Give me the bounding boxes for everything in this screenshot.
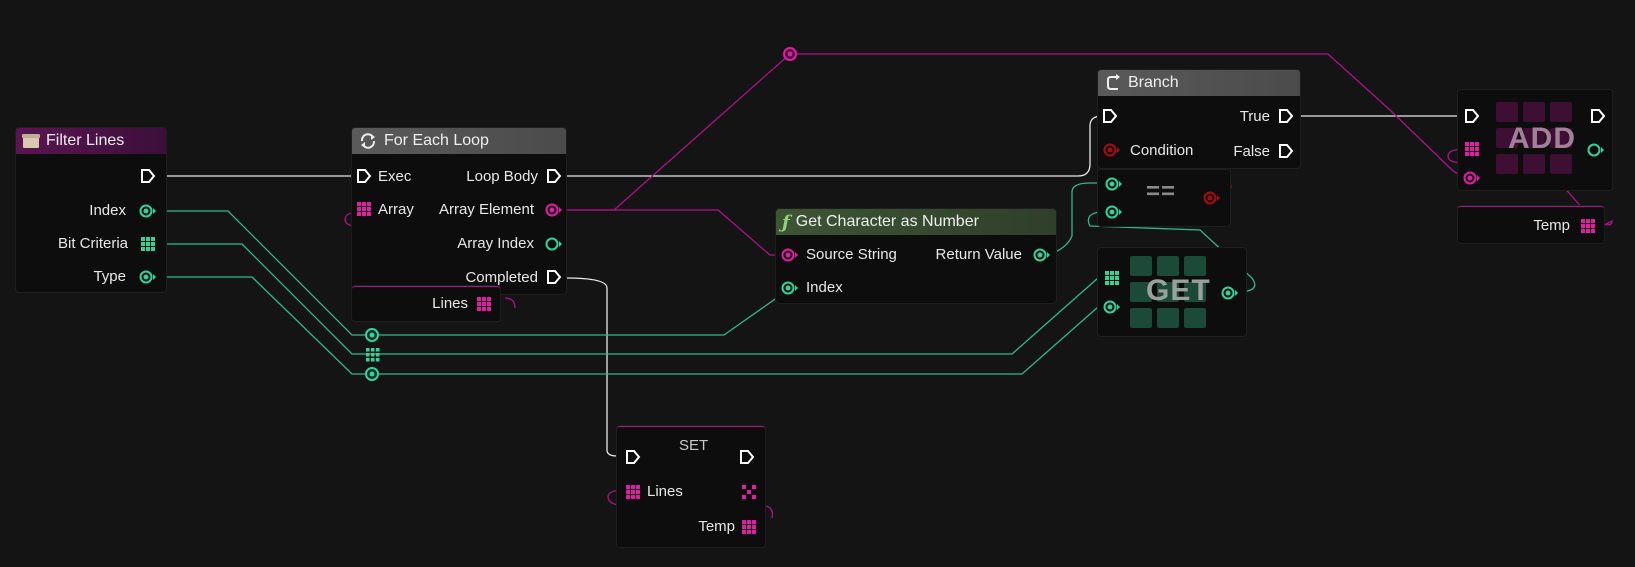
completed-out-pin[interactable] [546, 269, 562, 285]
get-character-title: Get Character as Number [795, 213, 979, 230]
add-array-node[interactable]: ADD [1458, 90, 1612, 190]
macro-box-icon [22, 134, 40, 148]
function-f-icon: ƒ [782, 211, 790, 233]
array-index-pin-label: Array Index [457, 235, 534, 252]
condition-pin-label: Condition [1130, 142, 1194, 159]
add-exec-in-pin[interactable] [1464, 108, 1480, 124]
reroute-knot-array [366, 348, 380, 362]
array-element-pin-label: Array Element [438, 201, 534, 218]
lines-getter-label: Lines [432, 295, 468, 312]
exec-pin-label: Exec [378, 168, 412, 185]
source-string-pin-label: Source String [806, 246, 897, 263]
branch-arrow-icon [1107, 74, 1120, 90]
branch-node[interactable]: Branch True Condition False [1098, 70, 1300, 168]
return-value-out-pin[interactable] [1032, 247, 1052, 263]
completed-pin-label: Completed [465, 269, 538, 286]
int-wire [1087, 211, 1256, 293]
for-each-loop-title: For Each Loop [384, 132, 489, 149]
int-wire [160, 243, 1099, 355]
int-wire [160, 276, 1099, 375]
add-exec-out-pin[interactable] [1590, 108, 1606, 124]
set-title: SET [679, 437, 709, 454]
exec-wire [565, 277, 626, 457]
equals-out-pin[interactable] [1202, 190, 1222, 206]
index-pin-label: Index [89, 202, 126, 219]
for-each-loop-header[interactable]: For Each Loop [352, 128, 566, 154]
add-array-in-pin[interactable] [1464, 141, 1480, 157]
for-each-loop-node[interactable]: For Each Loop Exec Loop Body Array Array… [352, 128, 566, 294]
int-wire [160, 210, 789, 336]
set-temp-label: Temp [698, 518, 735, 535]
branch-exec-in-pin[interactable] [1102, 108, 1118, 124]
exec-in-pin[interactable] [356, 168, 372, 184]
exec-out-pin[interactable] [140, 168, 156, 184]
get-character-header[interactable]: ƒ Get Character as Number [776, 209, 1056, 235]
index-pin-label: Index [806, 279, 843, 296]
filter-lines-header[interactable]: Filter Lines [16, 128, 166, 154]
set-exec-in-pin[interactable] [625, 449, 641, 465]
branch-header[interactable]: Branch [1098, 70, 1300, 96]
array-element-out-pin[interactable] [544, 202, 564, 218]
source-string-in-pin[interactable] [780, 247, 800, 263]
temp-getter-out-pin[interactable] [1580, 218, 1596, 234]
get-character-node[interactable]: ƒ Get Character as Number Source String … [776, 209, 1056, 303]
array-in-pin[interactable] [356, 201, 372, 217]
get-array-in-pin[interactable] [1104, 270, 1120, 286]
bit-criteria-pin-label: Bit Criteria [57, 235, 128, 252]
string-wire [566, 209, 790, 256]
set-temp-out-pin[interactable] [741, 519, 757, 535]
add-operator: ADD [1508, 122, 1576, 155]
index-in-pin[interactable] [780, 280, 800, 296]
equals-node[interactable]: == [1098, 170, 1230, 226]
filter-lines-title: Filter Lines [46, 132, 125, 149]
equals-a-in-pin[interactable] [1104, 176, 1124, 192]
get-array-node[interactable]: GET [1098, 248, 1246, 336]
set-node[interactable]: SET Lines Temp [617, 426, 765, 547]
type-pin-label: Type [93, 268, 126, 285]
index-out-pin[interactable] [138, 203, 158, 219]
array-pin-label: Array [378, 201, 414, 218]
equals-operator: == [1146, 178, 1177, 205]
temp-getter-node[interactable]: Temp [1458, 206, 1604, 243]
lines-getter-out-pin[interactable] [476, 296, 492, 312]
set-lines-out-pin[interactable] [741, 484, 757, 500]
get-bg-grid [1130, 256, 1206, 328]
get-index-in-pin[interactable] [1102, 299, 1122, 315]
true-pin-label: True [1239, 108, 1270, 125]
int-wire [1045, 182, 1100, 256]
return-value-pin-label: Return Value [935, 246, 1022, 263]
condition-in-pin[interactable] [1102, 142, 1122, 158]
type-out-pin[interactable] [138, 269, 158, 285]
add-index-out-pin[interactable] [1586, 142, 1606, 158]
loop-arrows-icon [360, 133, 376, 149]
array-index-out-pin[interactable] [544, 236, 564, 252]
set-lines-label: Lines [647, 483, 683, 500]
bit-criteria-out-pin[interactable] [140, 236, 156, 252]
string-wire [566, 53, 1468, 211]
get-out-pin[interactable] [1220, 285, 1240, 301]
lines-getter-node[interactable]: Lines [352, 286, 500, 321]
false-out-pin[interactable] [1278, 143, 1294, 159]
add-bg-grid [1496, 102, 1572, 174]
branch-title: Branch [1128, 74, 1179, 91]
string-wire [607, 489, 774, 519]
set-exec-out-pin[interactable] [739, 449, 755, 465]
get-operator: GET [1146, 274, 1211, 307]
false-pin-label: False [1233, 143, 1270, 160]
add-item-in-pin[interactable] [1462, 170, 1482, 186]
string-wire [504, 297, 516, 309]
set-lines-in-pin[interactable] [625, 484, 641, 500]
loop-body-pin-label: Loop Body [466, 168, 538, 185]
equals-b-in-pin[interactable] [1104, 204, 1124, 220]
loop-body-out-pin[interactable] [546, 168, 562, 184]
exec-wire [566, 115, 1108, 177]
true-out-pin[interactable] [1278, 108, 1294, 124]
temp-getter-label: Temp [1533, 217, 1570, 234]
filter-lines-node[interactable]: Filter Lines Index Bit Criteria Type [16, 128, 166, 292]
